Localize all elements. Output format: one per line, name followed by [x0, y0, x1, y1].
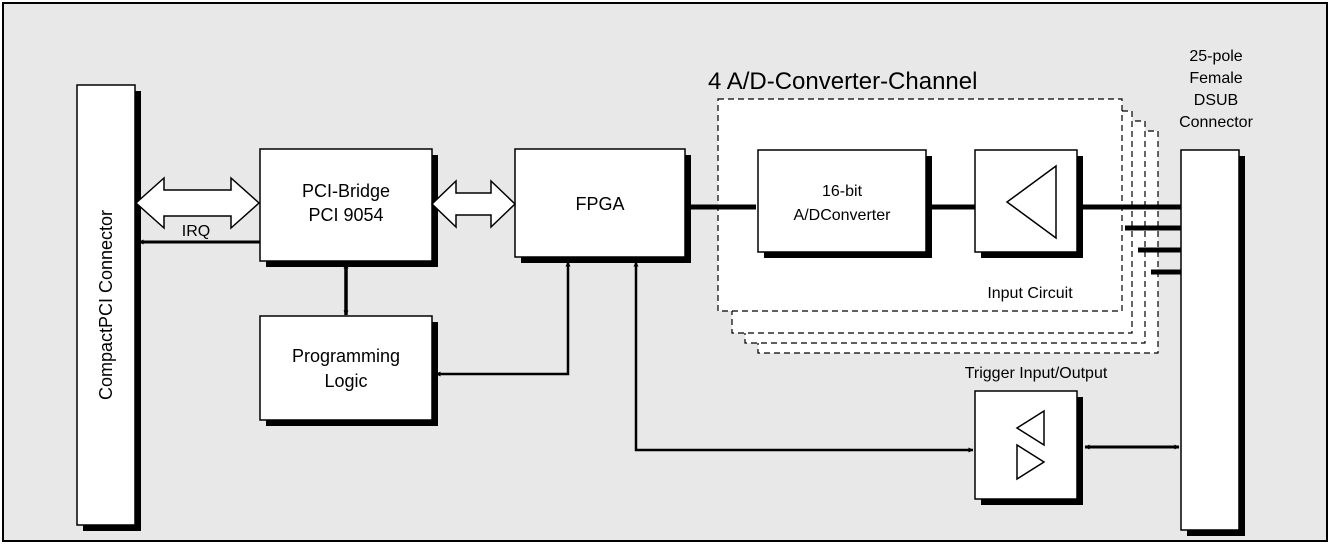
adc-label-line1: 16-bit	[822, 183, 863, 200]
programming-logic-label-line2: Logic	[324, 371, 367, 391]
adc-label-line2: A/DConverter	[794, 207, 892, 224]
adc-group-title: 4 A/D-Converter-Channel	[708, 68, 977, 95]
dsub-connector-block: 25-pole Female DSUB Connector	[1179, 48, 1254, 536]
dsub-label-line1: 25-pole	[1189, 48, 1242, 65]
dsub-label-line4: Connector	[1179, 114, 1253, 131]
compactpci-connector-label: CompactPCI Connector	[96, 210, 116, 400]
fpga-programming-arrow	[435, 261, 571, 377]
local-bus-double-arrow	[430, 179, 517, 229]
bidirectional-buffer-icon	[1015, 409, 1046, 481]
input-circuit-label: Input Circuit	[987, 285, 1073, 302]
dsub-label-line3: DSUB	[1194, 92, 1238, 109]
fpga-block: FPGA	[514, 148, 691, 263]
pci-bridge-label-line1: PCI-Bridge	[302, 181, 390, 201]
trigger-block: Trigger Input/Output	[965, 365, 1108, 505]
trigger-label: Trigger Input/Output	[965, 365, 1108, 382]
programming-logic-block: Programming Logic	[259, 315, 438, 426]
input-circuit-block: Input Circuit	[974, 149, 1083, 302]
channel-signal-lines	[1125, 225, 1181, 275]
compactpci-connector-block: CompactPCI Connector	[76, 84, 141, 531]
pci-bridge-label-line2: PCI 9054	[308, 205, 383, 225]
pci-bus-double-arrow	[134, 176, 261, 230]
irq-label: IRQ	[182, 223, 210, 240]
amplifier-triangle-icon	[1005, 164, 1057, 240]
pci-bridge-block: PCI-Bridge PCI 9054	[259, 148, 438, 267]
fpga-label: FPGA	[575, 194, 624, 214]
fpga-trigger-arrow	[633, 261, 974, 453]
programming-logic-label-line1: Programming	[292, 346, 400, 366]
adc-block: 16-bit A/DConverter	[757, 149, 932, 258]
dsub-label-line2: Female	[1189, 70, 1242, 87]
